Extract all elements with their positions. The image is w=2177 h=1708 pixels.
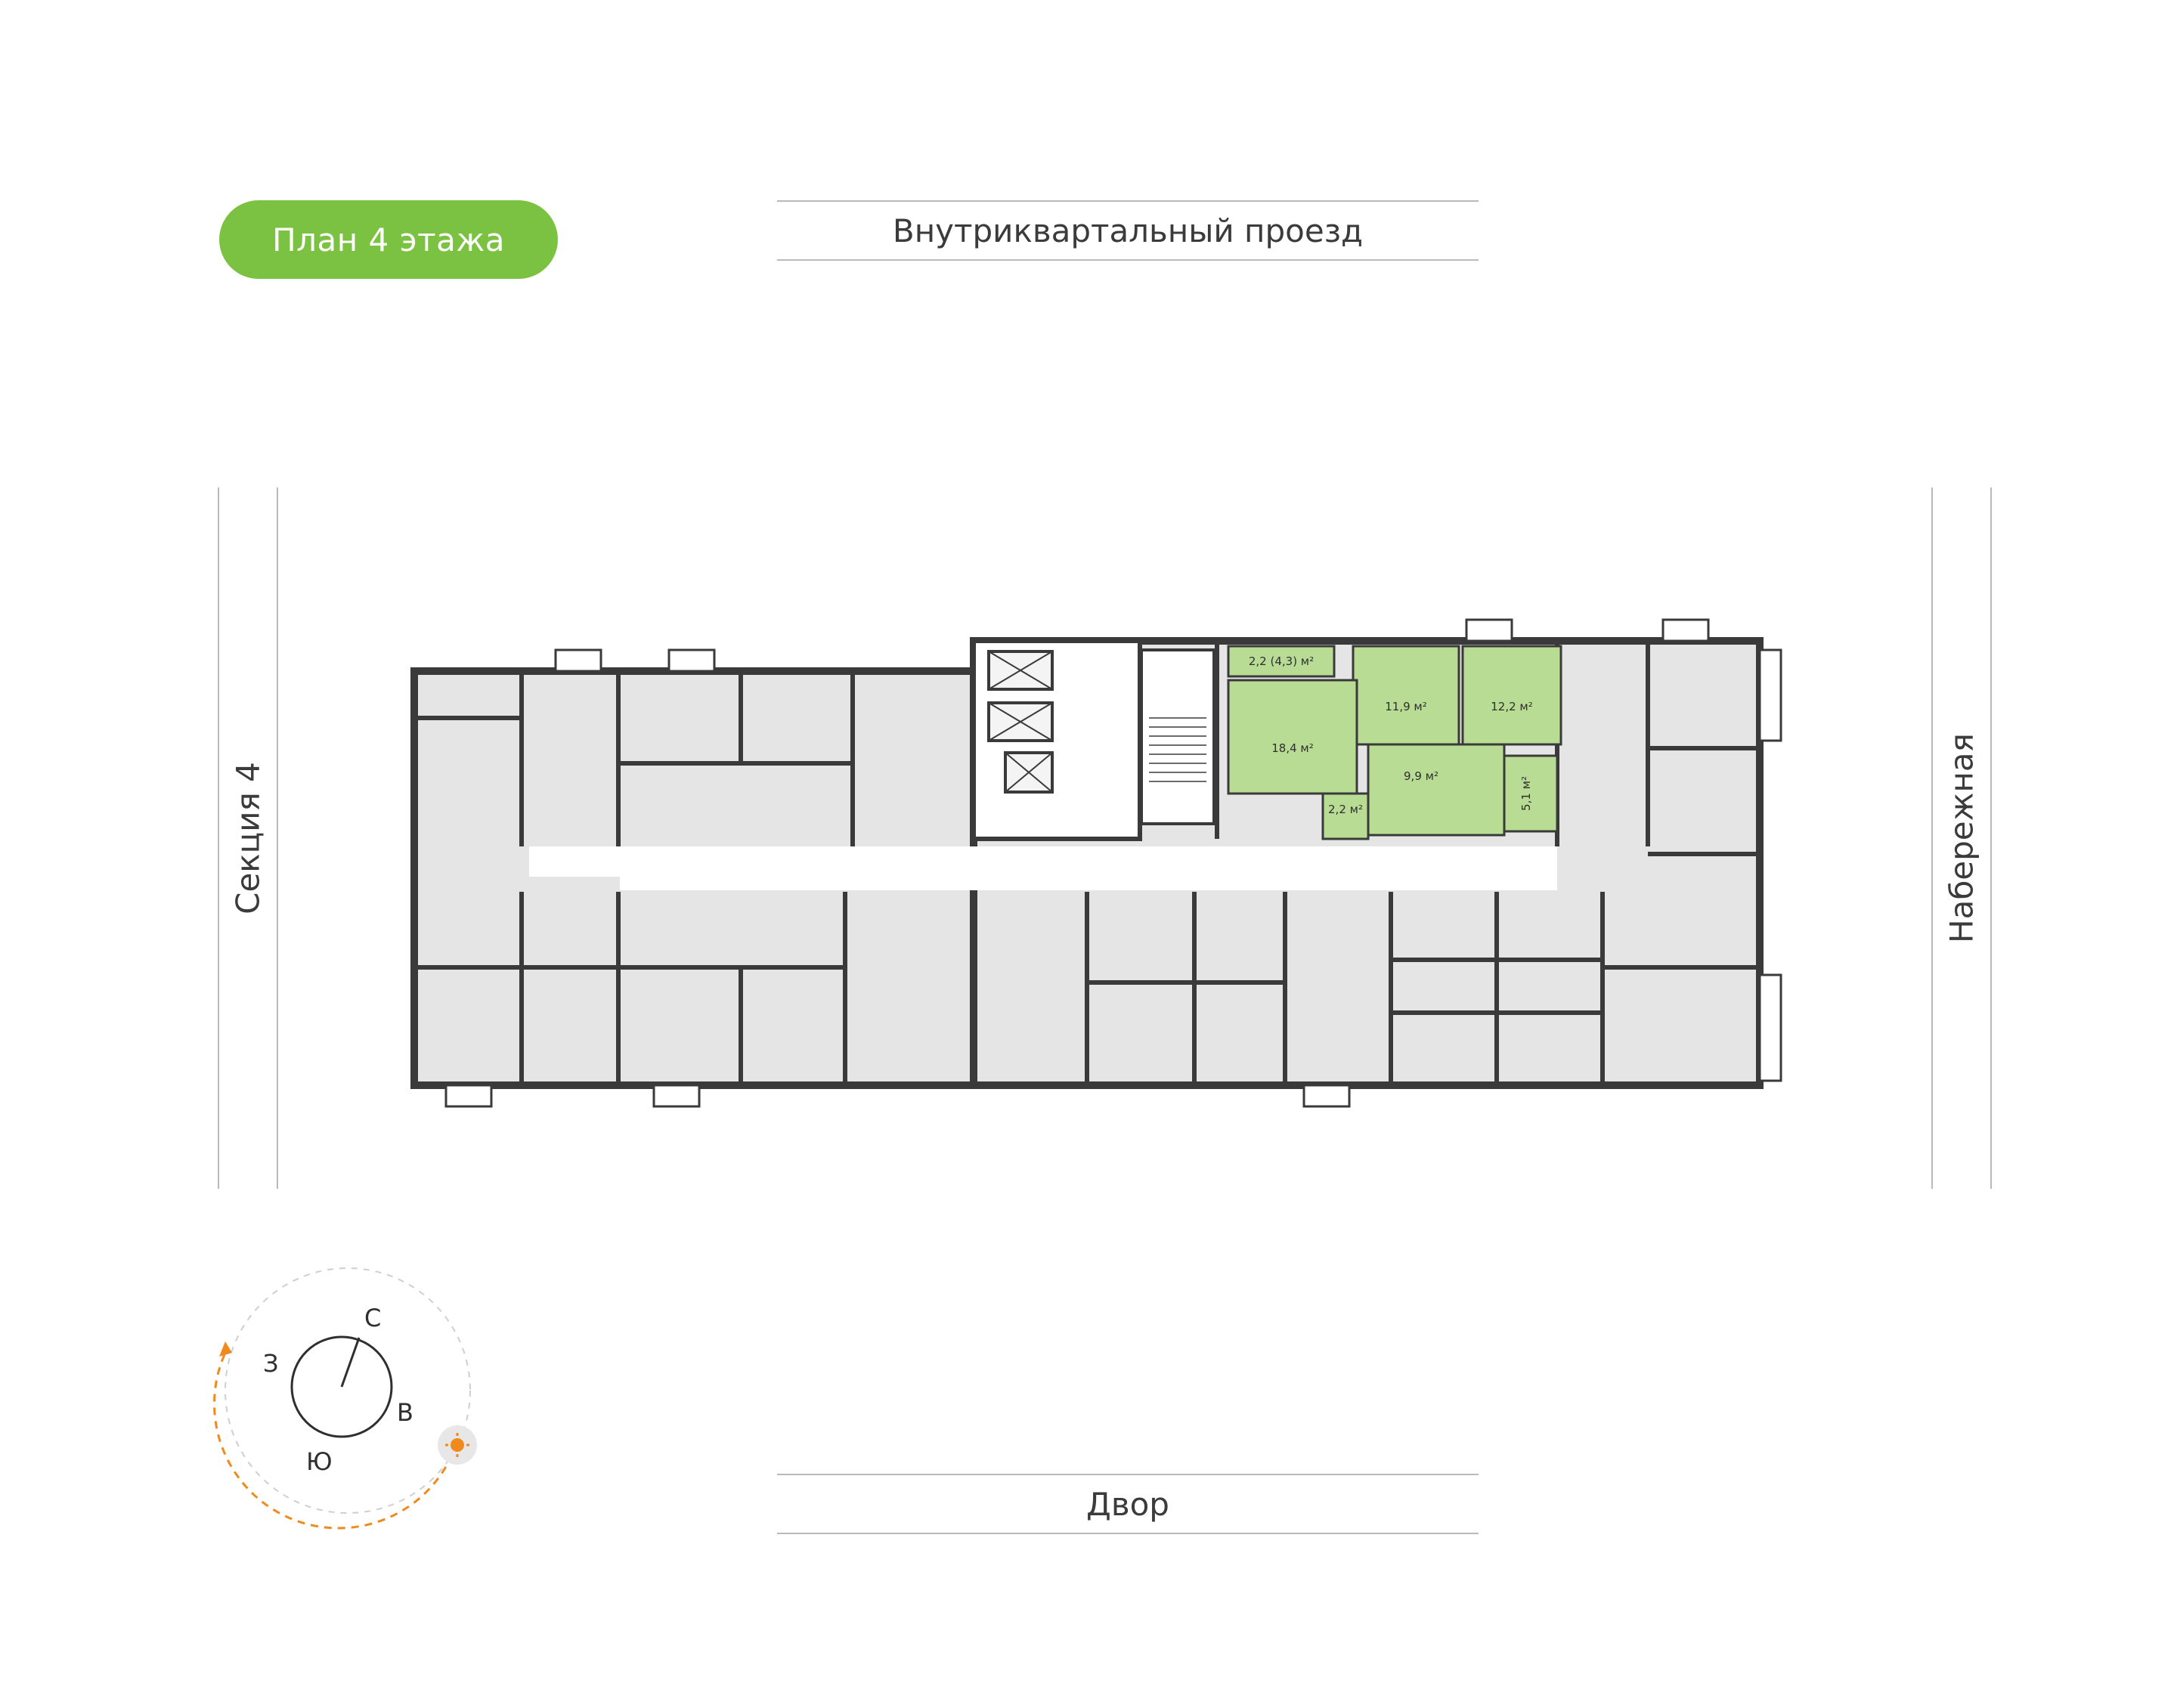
compass-dial [290, 1335, 393, 1438]
window-bays [444, 618, 1782, 1108]
street-label-top: Внутриквартальный проезд [777, 200, 1479, 261]
room-label-bath-small: 2,2 м² [1328, 803, 1363, 816]
room-label-bath-large: 5,1 м² [1519, 776, 1533, 811]
sun-icon [438, 1425, 477, 1465]
path-arrow-icon [219, 1341, 232, 1357]
room-balcony [1227, 645, 1336, 678]
compass-guide-circle [225, 1267, 471, 1514]
street-label-left: Секция 4 [218, 487, 278, 1189]
compass: С З В Ю [213, 1267, 477, 1530]
room-bath-small [1321, 792, 1370, 840]
street-label-right: Набережная [1931, 487, 1992, 1189]
corridor-left [529, 846, 627, 877]
room-label-hall: 9,9 м² [1404, 769, 1438, 783]
highlighted-apartment: 2,2 (4,3) м² 11,9 м² 12,2 м² 18,4 м² 9,9… [1227, 645, 1562, 840]
room-label-bedroom-1: 11,9 м² [1385, 700, 1427, 713]
compass-east: В [397, 1398, 413, 1427]
room-label-bedroom-2: 12,2 м² [1491, 700, 1533, 713]
street-label-bottom: Двор [777, 1474, 1479, 1534]
room-label-balcony: 2,2 (4,3) м² [1249, 654, 1314, 668]
room-bedroom-1 [1352, 645, 1460, 746]
sun-path-arc [213, 1352, 454, 1530]
compass-north: С [364, 1304, 381, 1332]
room-bath-large [1503, 754, 1559, 833]
room-hall [1367, 743, 1506, 837]
building-core [971, 639, 1215, 841]
floor-plan-badge: План 4 этажа [219, 200, 558, 279]
room-bedroom-2 [1461, 645, 1562, 746]
compass-west: З [263, 1349, 279, 1378]
compass-needle [340, 1337, 361, 1388]
staircase [1140, 648, 1215, 825]
room-label-living: 18,4 м² [1271, 741, 1314, 755]
interior-walls [414, 641, 1760, 1085]
compass-south: Ю [306, 1447, 333, 1476]
room-living [1227, 679, 1358, 795]
corridor [620, 846, 1557, 890]
